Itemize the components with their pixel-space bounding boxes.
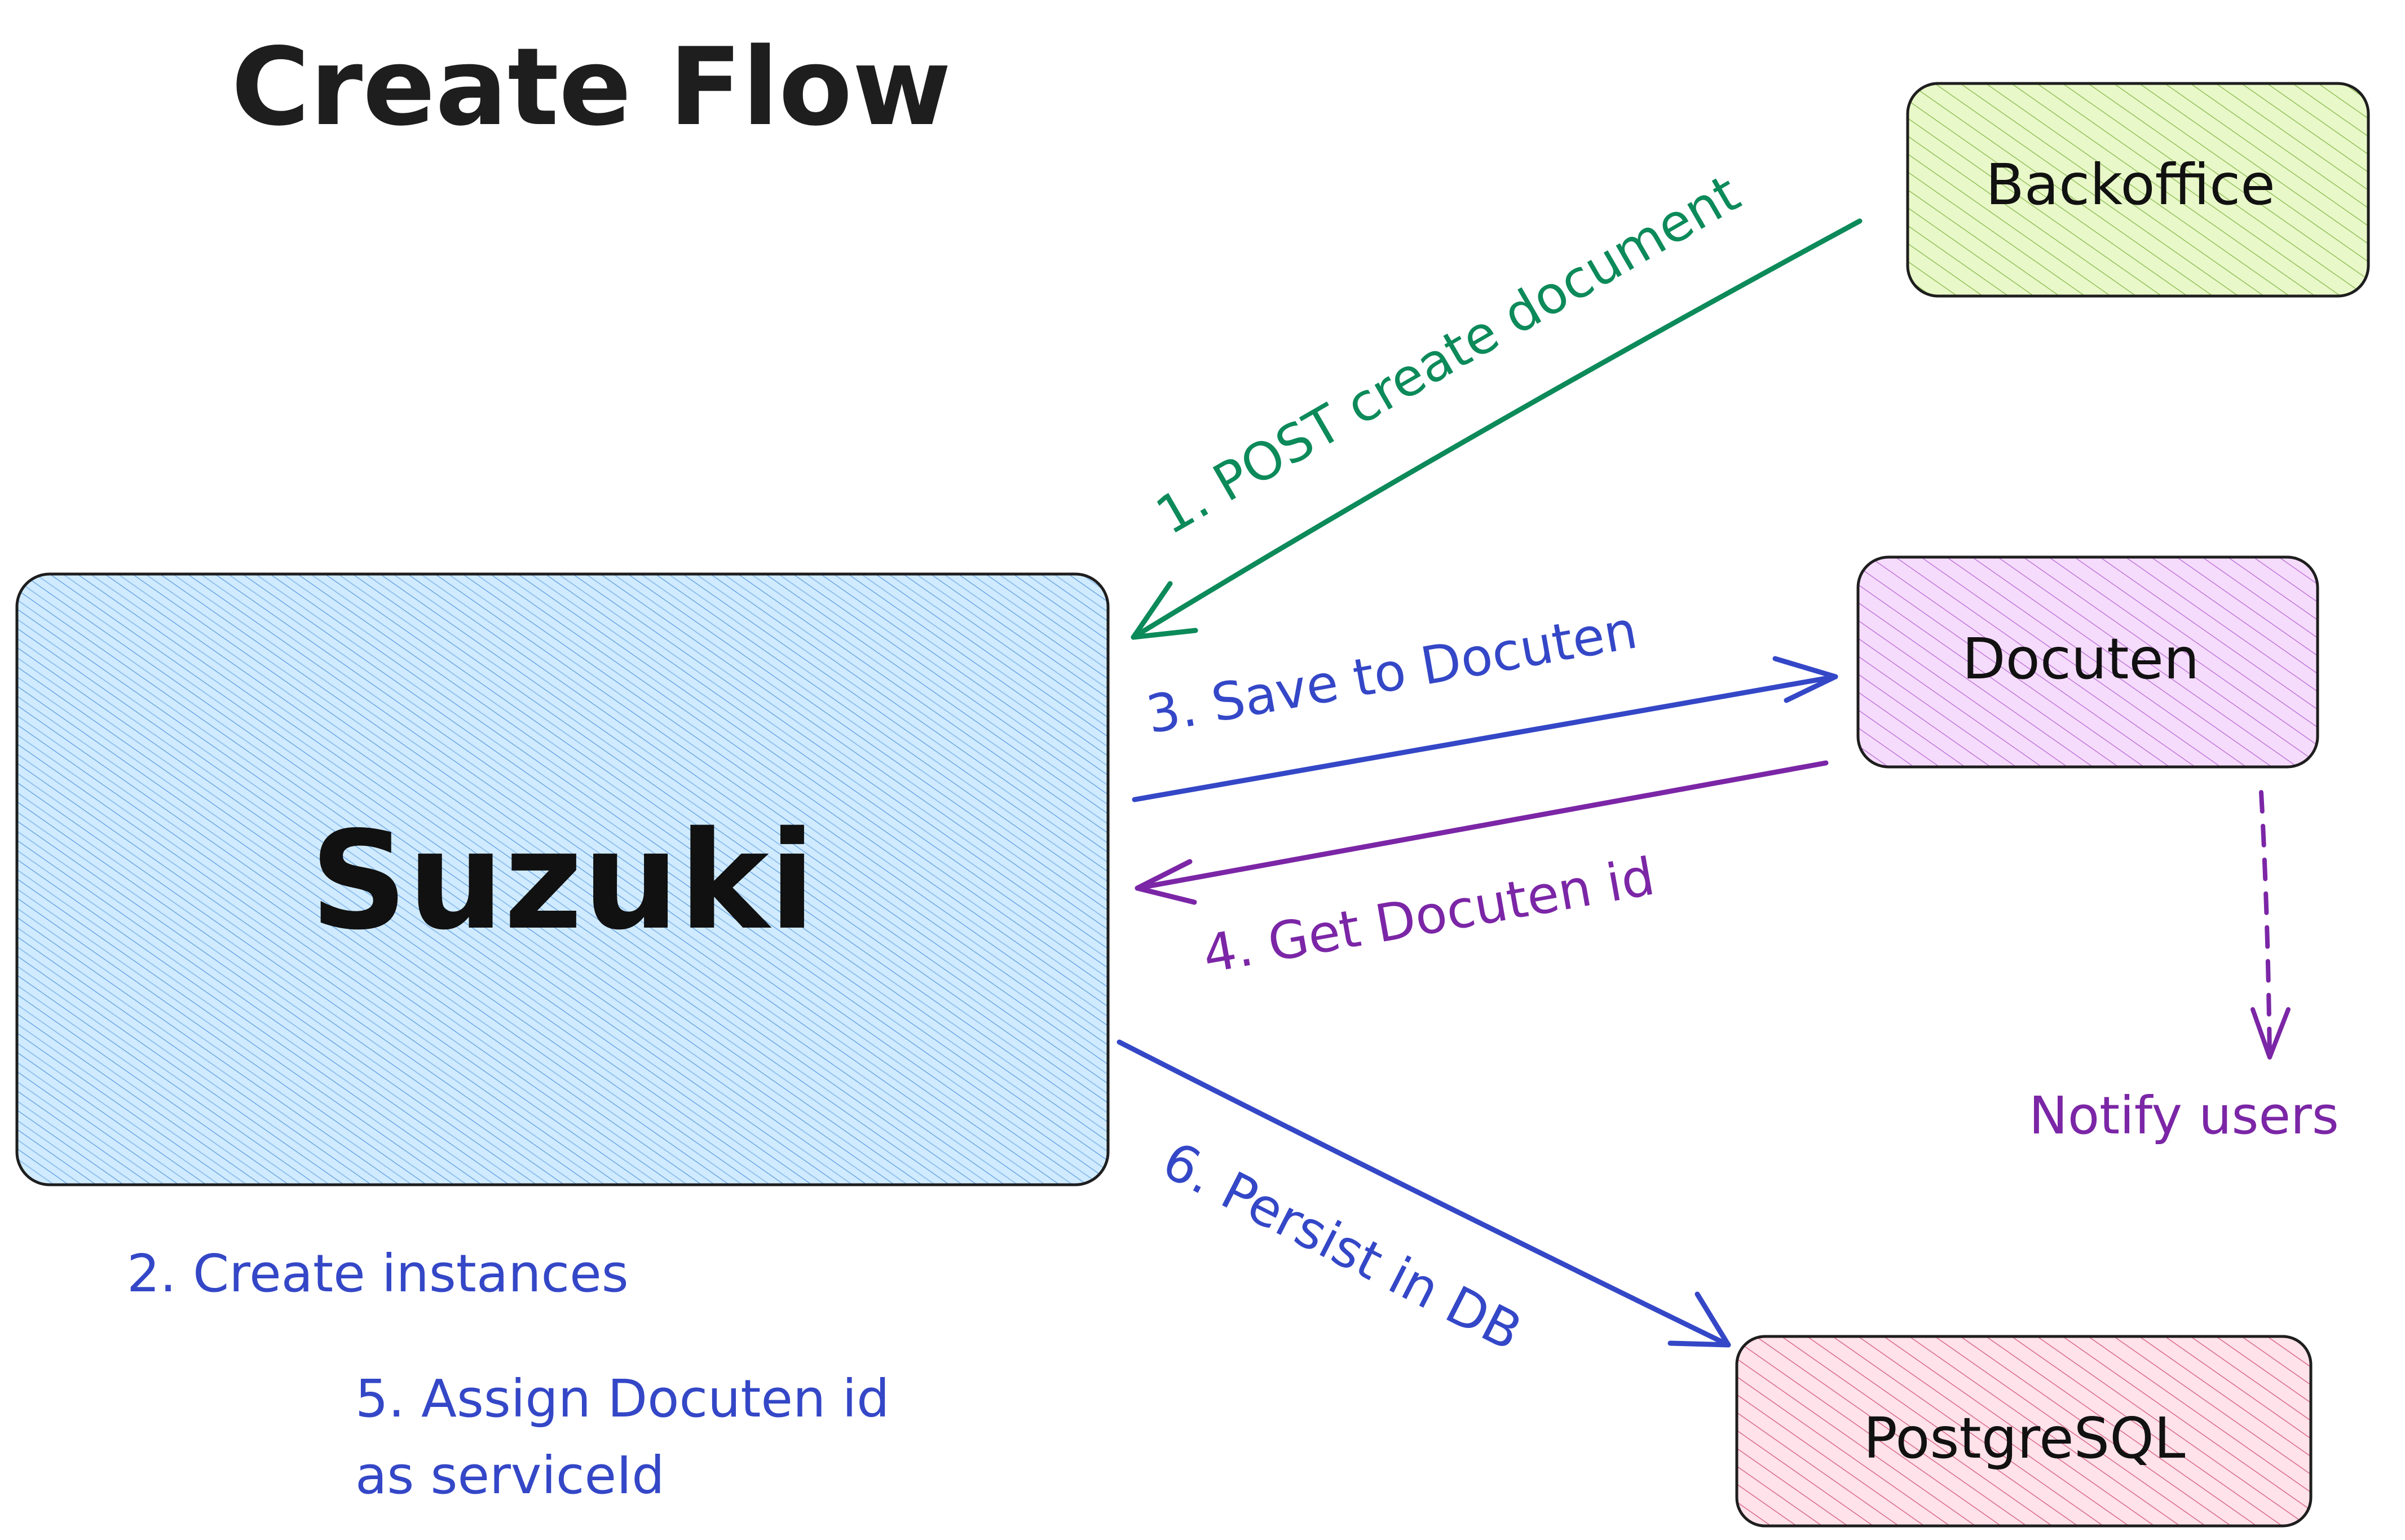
docuten-label: Docuten [1962,626,2200,692]
docuten-node[interactable]: Docuten [1856,555,2319,769]
edge-persist-in-db: 6. Persist in DB [1117,1039,1731,1362]
arrowhead-icon [2250,1007,2291,1060]
arrow-line [1131,218,1863,640]
edge-label: 6. Persist in DB [1153,1130,1531,1362]
arrow-line [1132,674,1838,802]
edge-get-docuten-id: 4. Get Docuten id [1135,760,1829,985]
arrowhead-icon [1135,859,1197,905]
suzuki-node[interactable]: Suzuki [15,572,1110,1186]
backoffice-label: Backoffice [1985,152,2275,218]
backoffice-node[interactable]: Backoffice [1906,82,2370,298]
postgresql-node[interactable]: PostgreSQL [1735,1335,2313,1528]
postgresql-label: PostgreSQL [1863,1405,2185,1471]
suzuki-label: Suzuki [310,802,815,960]
notify-label: Notify users [2029,1085,2339,1146]
edge-notify-users: Notify users [2029,790,2339,1146]
arrow-line [1117,1039,1731,1348]
arrowhead-icon [1772,656,1838,703]
edge-post-create-document: 1. POST create document [1131,163,1863,640]
edge-save-to-docuten: 3. Save to Docuten [1132,599,1838,802]
note-create-instances: 2. Create instances [127,1243,629,1304]
arrowhead-icon [1131,581,1198,640]
diagram-title: Create Flow [231,25,951,149]
note-assign-line-1: 5. Assign Docuten id [355,1369,890,1429]
arrow-line [1135,760,1829,891]
arrowhead-icon [1667,1291,1731,1348]
edge-label: 1. POST create document [1146,163,1750,546]
note-assign-line-2: as serviceId [355,1445,665,1506]
arrow-line [2259,790,2272,1060]
